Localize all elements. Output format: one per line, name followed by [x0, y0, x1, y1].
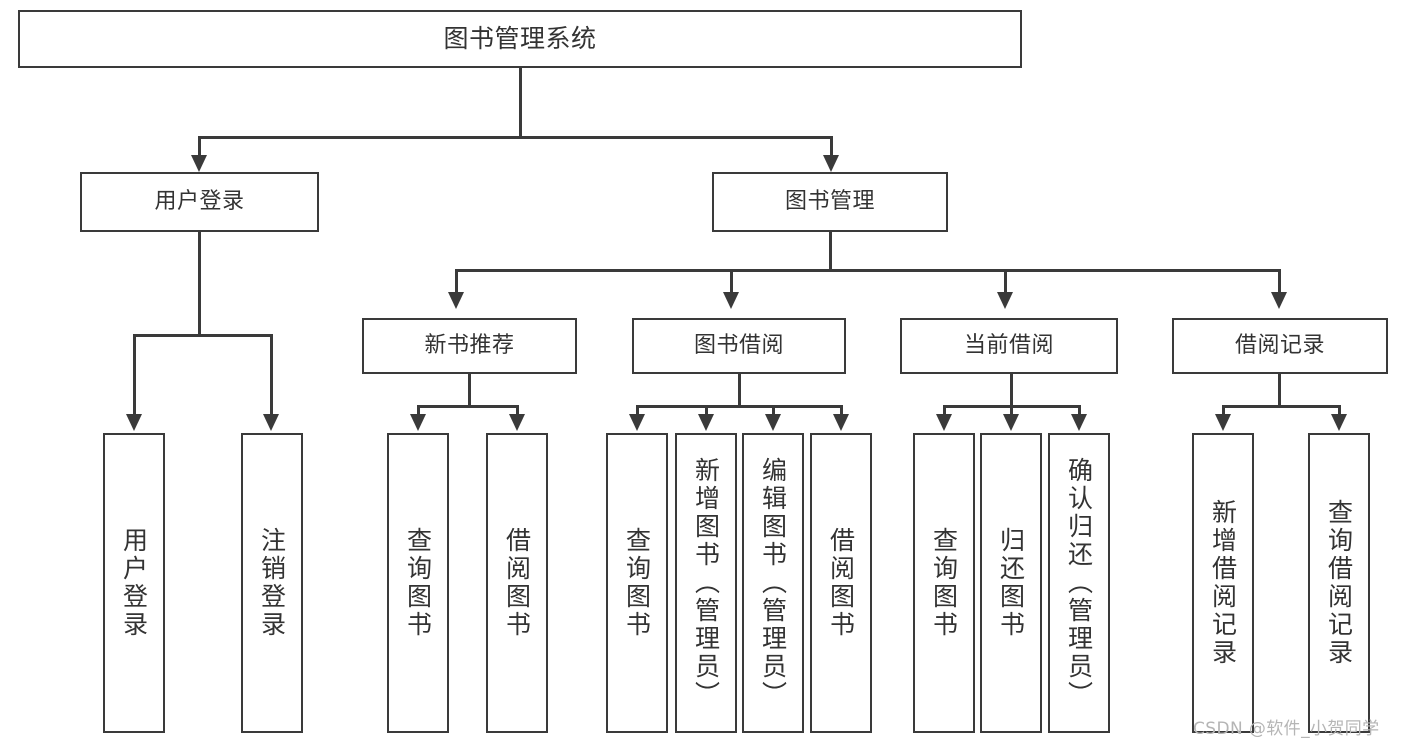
node-new-book-recommend[interactable]: 新书推荐: [362, 318, 577, 374]
node-book-borrow[interactable]: 图书借阅: [632, 318, 846, 374]
node-label: 新书推荐: [424, 333, 515, 359]
node-leaf-query-book-1[interactable]: 查询图书: [387, 433, 449, 733]
arrow-to-leaf-user-login: [126, 414, 142, 431]
connector-user-login-bar: [133, 334, 272, 337]
connector-nbr-branch-1: [417, 405, 420, 418]
connector-cb-branch-1: [943, 405, 946, 418]
connector-bm-branch-1: [455, 269, 458, 296]
node-leaf-return-book[interactable]: 归还图书: [980, 433, 1042, 733]
connector-bb-branch-2: [705, 405, 708, 418]
node-label: 归还图书: [996, 527, 1026, 639]
arrow-to-leaf-edit-book: [765, 414, 781, 431]
arrow-to-book-borrow: [723, 292, 739, 309]
node-label: 用户登录: [119, 527, 149, 639]
node-label: 新增借阅记录: [1208, 499, 1238, 667]
arrow-to-leaf-confirm-return: [1071, 414, 1087, 431]
csdn-watermark: CSDN @软件_小贺同学: [1193, 719, 1380, 739]
connector-bb-bar: [636, 405, 842, 408]
connector-br-branch-1: [1222, 405, 1225, 418]
connector-cb-branch-3: [1078, 405, 1081, 418]
connector-br-branch-2: [1338, 405, 1341, 418]
node-label: 编辑图书（管理员）: [758, 457, 788, 709]
arrow-root-to-user-login: [191, 155, 207, 172]
connector-bm-branch-3: [1004, 269, 1007, 296]
connector-root-stem: [519, 68, 522, 136]
connector-book-management-bar: [455, 269, 1281, 272]
node-label: 确认归还（管理员）: [1064, 457, 1094, 709]
connector-br-bar: [1222, 405, 1340, 408]
connector-user-login-branch-1: [133, 334, 136, 416]
connector-nbr-branch-2: [516, 405, 519, 418]
node-leaf-query-record[interactable]: 查询借阅记录: [1308, 433, 1370, 733]
connector-bb-branch-1: [636, 405, 639, 418]
node-leaf-user-login[interactable]: 用户登录: [103, 433, 165, 733]
node-leaf-add-record[interactable]: 新增借阅记录: [1192, 433, 1254, 733]
arrow-to-leaf-query-book-2: [629, 414, 645, 431]
node-label: 图书管理: [784, 189, 875, 215]
arrow-to-leaf-return-book: [1003, 414, 1019, 431]
node-book-management[interactable]: 图书管理: [712, 172, 948, 232]
node-leaf-query-book-2[interactable]: 查询图书: [606, 433, 668, 733]
connector-br-stem: [1278, 374, 1281, 407]
connector-nbr-stem: [468, 374, 471, 407]
node-label: 借阅记录: [1234, 333, 1325, 359]
connector-book-management-stem: [829, 232, 832, 271]
connector-bm-branch-2: [730, 269, 733, 296]
arrow-to-new-book-recommend: [448, 292, 464, 309]
node-label: 注销登录: [257, 527, 287, 639]
node-leaf-borrow-book-1[interactable]: 借阅图书: [486, 433, 548, 733]
arrow-to-leaf-user-logout: [263, 414, 279, 431]
arrow-to-leaf-add-book: [698, 414, 714, 431]
connector-user-login-stem: [198, 232, 201, 334]
node-label: 查询图书: [622, 527, 652, 639]
node-leaf-borrow-book-2[interactable]: 借阅图书: [810, 433, 872, 733]
connector-nbr-bar: [417, 405, 518, 408]
arrow-to-leaf-borrow-book-2: [833, 414, 849, 431]
arrow-to-leaf-query-book-3: [936, 414, 952, 431]
connector-root-to-book-management: [830, 136, 833, 159]
node-label: 借阅图书: [826, 527, 856, 639]
node-label: 用户登录: [154, 189, 245, 215]
node-leaf-user-logout[interactable]: 注销登录: [241, 433, 303, 733]
arrow-to-leaf-query-record: [1331, 414, 1347, 431]
node-label: 新增图书（管理员）: [691, 457, 721, 709]
node-label: 借阅图书: [502, 527, 532, 639]
node-leaf-confirm-return[interactable]: 确认归还（管理员）: [1048, 433, 1110, 733]
arrow-root-to-book-management: [823, 155, 839, 172]
arrow-to-borrow-record: [1271, 292, 1287, 309]
node-label: 图书借阅: [693, 333, 784, 359]
node-leaf-add-book[interactable]: 新增图书（管理员）: [675, 433, 737, 733]
connector-cb-stem: [1010, 374, 1013, 407]
node-label: 图书管理系统: [443, 24, 597, 54]
node-label: 查询借阅记录: [1324, 499, 1354, 667]
node-borrow-record[interactable]: 借阅记录: [1172, 318, 1388, 374]
node-label: 查询图书: [403, 527, 433, 639]
connector-bb-branch-4: [840, 405, 843, 418]
connector-bb-stem: [738, 374, 741, 407]
connector-bb-branch-3: [772, 405, 775, 418]
node-root-system[interactable]: 图书管理系统: [18, 10, 1022, 68]
connector-root-bar: [198, 136, 832, 139]
node-label: 当前借阅: [963, 333, 1054, 359]
connector-user-login-branch-2: [270, 334, 273, 416]
node-label: 查询图书: [929, 527, 959, 639]
connector-bm-branch-4: [1278, 269, 1281, 296]
arrow-to-leaf-add-record: [1215, 414, 1231, 431]
connector-cb-branch-2: [1010, 405, 1013, 418]
node-user-login[interactable]: 用户登录: [80, 172, 319, 232]
arrow-to-leaf-borrow-book-1: [509, 414, 525, 431]
node-current-borrow[interactable]: 当前借阅: [900, 318, 1118, 374]
node-leaf-edit-book[interactable]: 编辑图书（管理员）: [742, 433, 804, 733]
node-leaf-query-book-3[interactable]: 查询图书: [913, 433, 975, 733]
connector-root-to-user-login: [198, 136, 201, 159]
arrow-to-current-borrow: [997, 292, 1013, 309]
arrow-to-leaf-query-book-1: [410, 414, 426, 431]
